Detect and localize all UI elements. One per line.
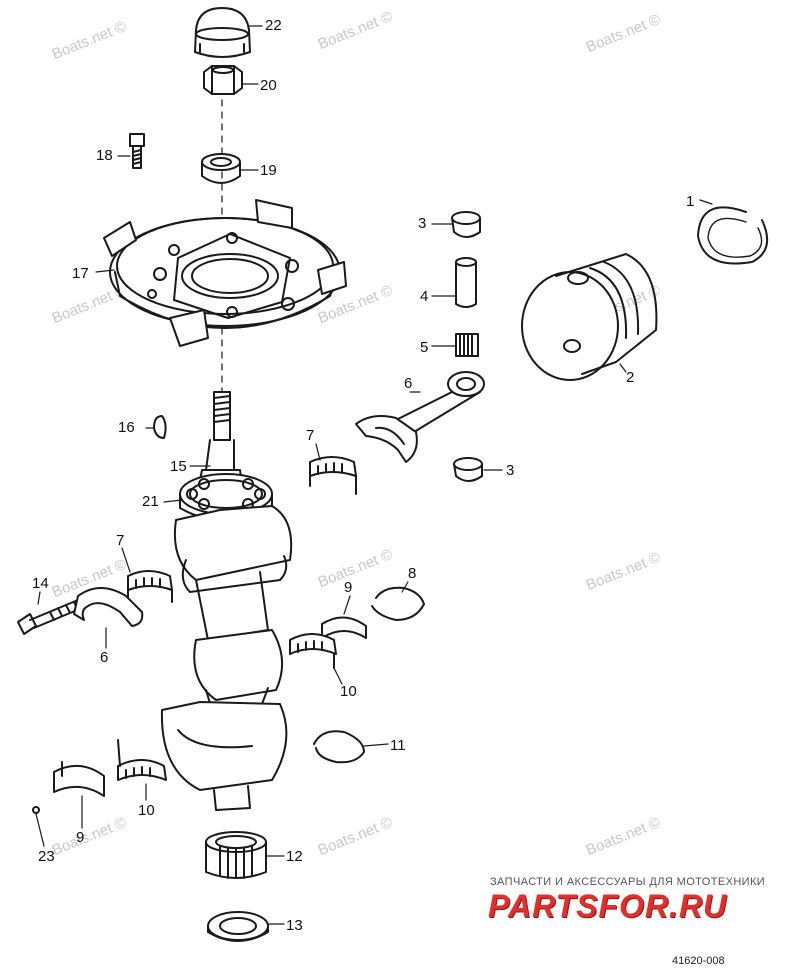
callout-9b: 9: [76, 829, 85, 846]
callout-2: 2: [626, 369, 635, 386]
part-6-rod-cap: [73, 587, 144, 627]
callout-20: 20: [260, 77, 277, 94]
callout-7b: 7: [116, 532, 125, 549]
callout-10b: 10: [138, 802, 155, 819]
part-13-thrust-washer: [207, 911, 269, 942]
callout-1: 1: [686, 193, 695, 210]
part-10-needle-bearing-upper: [289, 633, 337, 669]
part-3-bushing-lower: [453, 457, 483, 482]
diagram-code: 41620-008: [672, 955, 725, 967]
part-11-snap-ring: [313, 730, 365, 764]
callout-4: 4: [420, 288, 429, 305]
part-14-bolt: [17, 599, 83, 635]
part-22-cap: [194, 7, 251, 58]
callout-14: 14: [32, 575, 49, 592]
part-9-bearing-shell-upper: [321, 616, 367, 639]
part-20-nut: [203, 65, 243, 95]
part-17-retainer-plate: [103, 199, 347, 347]
brand-logo: PARTSFOR.RU: [488, 888, 728, 924]
callout-23: 23: [38, 848, 55, 865]
callout-17: 17: [72, 265, 89, 282]
part-3-bushing-upper: [451, 211, 481, 238]
callout-16: 16: [118, 419, 135, 436]
callout-5: 5: [420, 339, 429, 356]
callout-9a: 9: [344, 579, 353, 596]
callout-3a: 3: [418, 215, 427, 232]
part-2-piston: [521, 253, 658, 381]
crankshaft-body: [160, 505, 293, 811]
part-4-piston-pin: [455, 257, 477, 308]
part-1-piston-ring: [697, 206, 769, 265]
part-16-key: [153, 415, 167, 439]
callout-12: 12: [286, 848, 303, 865]
callout-19: 19: [260, 162, 277, 179]
part-10-needle-bearing-lower: [117, 739, 167, 781]
part-7-needle-bearing-upper: [309, 456, 357, 495]
part-7-needle-bearing-lower: [127, 570, 173, 603]
callout-15: 15: [170, 458, 187, 475]
part-12-roller-bearing: [205, 831, 267, 879]
callout-18: 18: [96, 147, 113, 164]
part-19-washer: [201, 153, 241, 184]
callout-10a: 10: [340, 683, 357, 700]
callout-3b: 3: [506, 462, 515, 479]
callout-6a: 6: [404, 375, 413, 392]
callout-22: 22: [265, 17, 282, 34]
callout-8: 8: [408, 565, 417, 582]
part-8-ring: [371, 586, 425, 621]
part-9-bearing-shell-lower: [53, 761, 105, 797]
callout-13: 13: [286, 917, 303, 934]
callout-6b: 6: [100, 649, 109, 666]
part-18-bolt: [129, 133, 145, 169]
callout-21: 21: [142, 493, 159, 510]
part-23-ball: [32, 806, 40, 814]
callout-7a: 7: [306, 427, 315, 444]
leader-lines: [35, 25, 713, 925]
part-1-piston-ring-inner: [707, 217, 763, 258]
part-6-connecting-rod: [355, 371, 485, 463]
brand-tagline: ЗАПЧАСТИ И АКСЕССУАРЫ ДЛЯ МОТОТЕХНИКИ: [490, 876, 766, 888]
part-5-needle-bearing: [455, 333, 479, 357]
callout-11: 11: [390, 737, 406, 754]
